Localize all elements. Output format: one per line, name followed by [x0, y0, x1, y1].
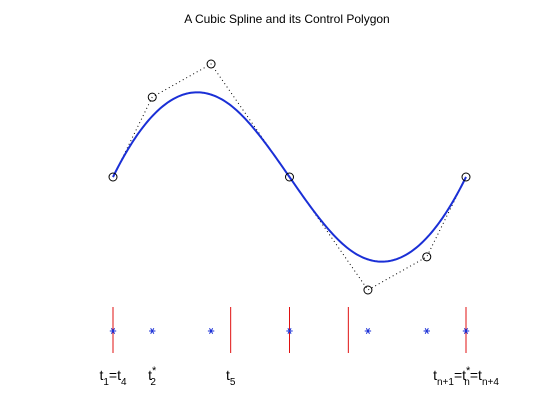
control-polygon: [112, 63, 467, 291]
control-point: [147, 92, 157, 102]
site-marker: [423, 327, 430, 335]
knot-label: t*2: [148, 365, 157, 388]
control-point: [461, 172, 471, 182]
control-polygon-line: [112, 63, 467, 291]
knot-label-part: n: [464, 377, 470, 388]
control-points: [108, 59, 471, 295]
site-marker: [286, 327, 293, 335]
knot-label-part: 1: [103, 377, 109, 388]
knot-label-part: t: [226, 367, 230, 383]
knot-label-part: 4: [121, 377, 127, 388]
knot-label-part: 5: [230, 377, 236, 388]
site-marker: [207, 327, 215, 335]
site-markers: [109, 327, 470, 335]
knot-label: t5: [226, 367, 236, 388]
spline-curve-line: [112, 91, 467, 263]
control-point: [422, 252, 432, 262]
figure-title: A Cubic Spline and its Control Polygon: [184, 12, 389, 26]
site-marker: [149, 327, 156, 335]
knot-label-part: t: [148, 367, 152, 383]
control-point: [285, 172, 294, 182]
site-marker: [109, 327, 117, 335]
knot-label-part: =t: [454, 367, 466, 383]
knot-label: t1=t4: [99, 367, 127, 388]
knot-label-part: =t: [109, 367, 121, 383]
site-marker: [364, 327, 372, 335]
knot-label-part: t: [99, 367, 103, 383]
control-point: [206, 59, 216, 69]
knot-label-part: n+1: [437, 377, 454, 388]
control-point: [108, 172, 118, 182]
knot-label: tn+1=t*n=tn+4: [433, 365, 499, 388]
knot-label-part: n+4: [482, 377, 499, 388]
site-marker: [462, 327, 470, 335]
knot-label-part: *: [152, 365, 157, 377]
knot-label-part: t: [433, 367, 437, 383]
knot-label-part: =t: [470, 367, 482, 383]
spline-curve: [112, 91, 467, 263]
knot-label-part: *: [466, 365, 471, 377]
control-point: [363, 285, 373, 295]
knot-label-part: 2: [150, 377, 156, 388]
